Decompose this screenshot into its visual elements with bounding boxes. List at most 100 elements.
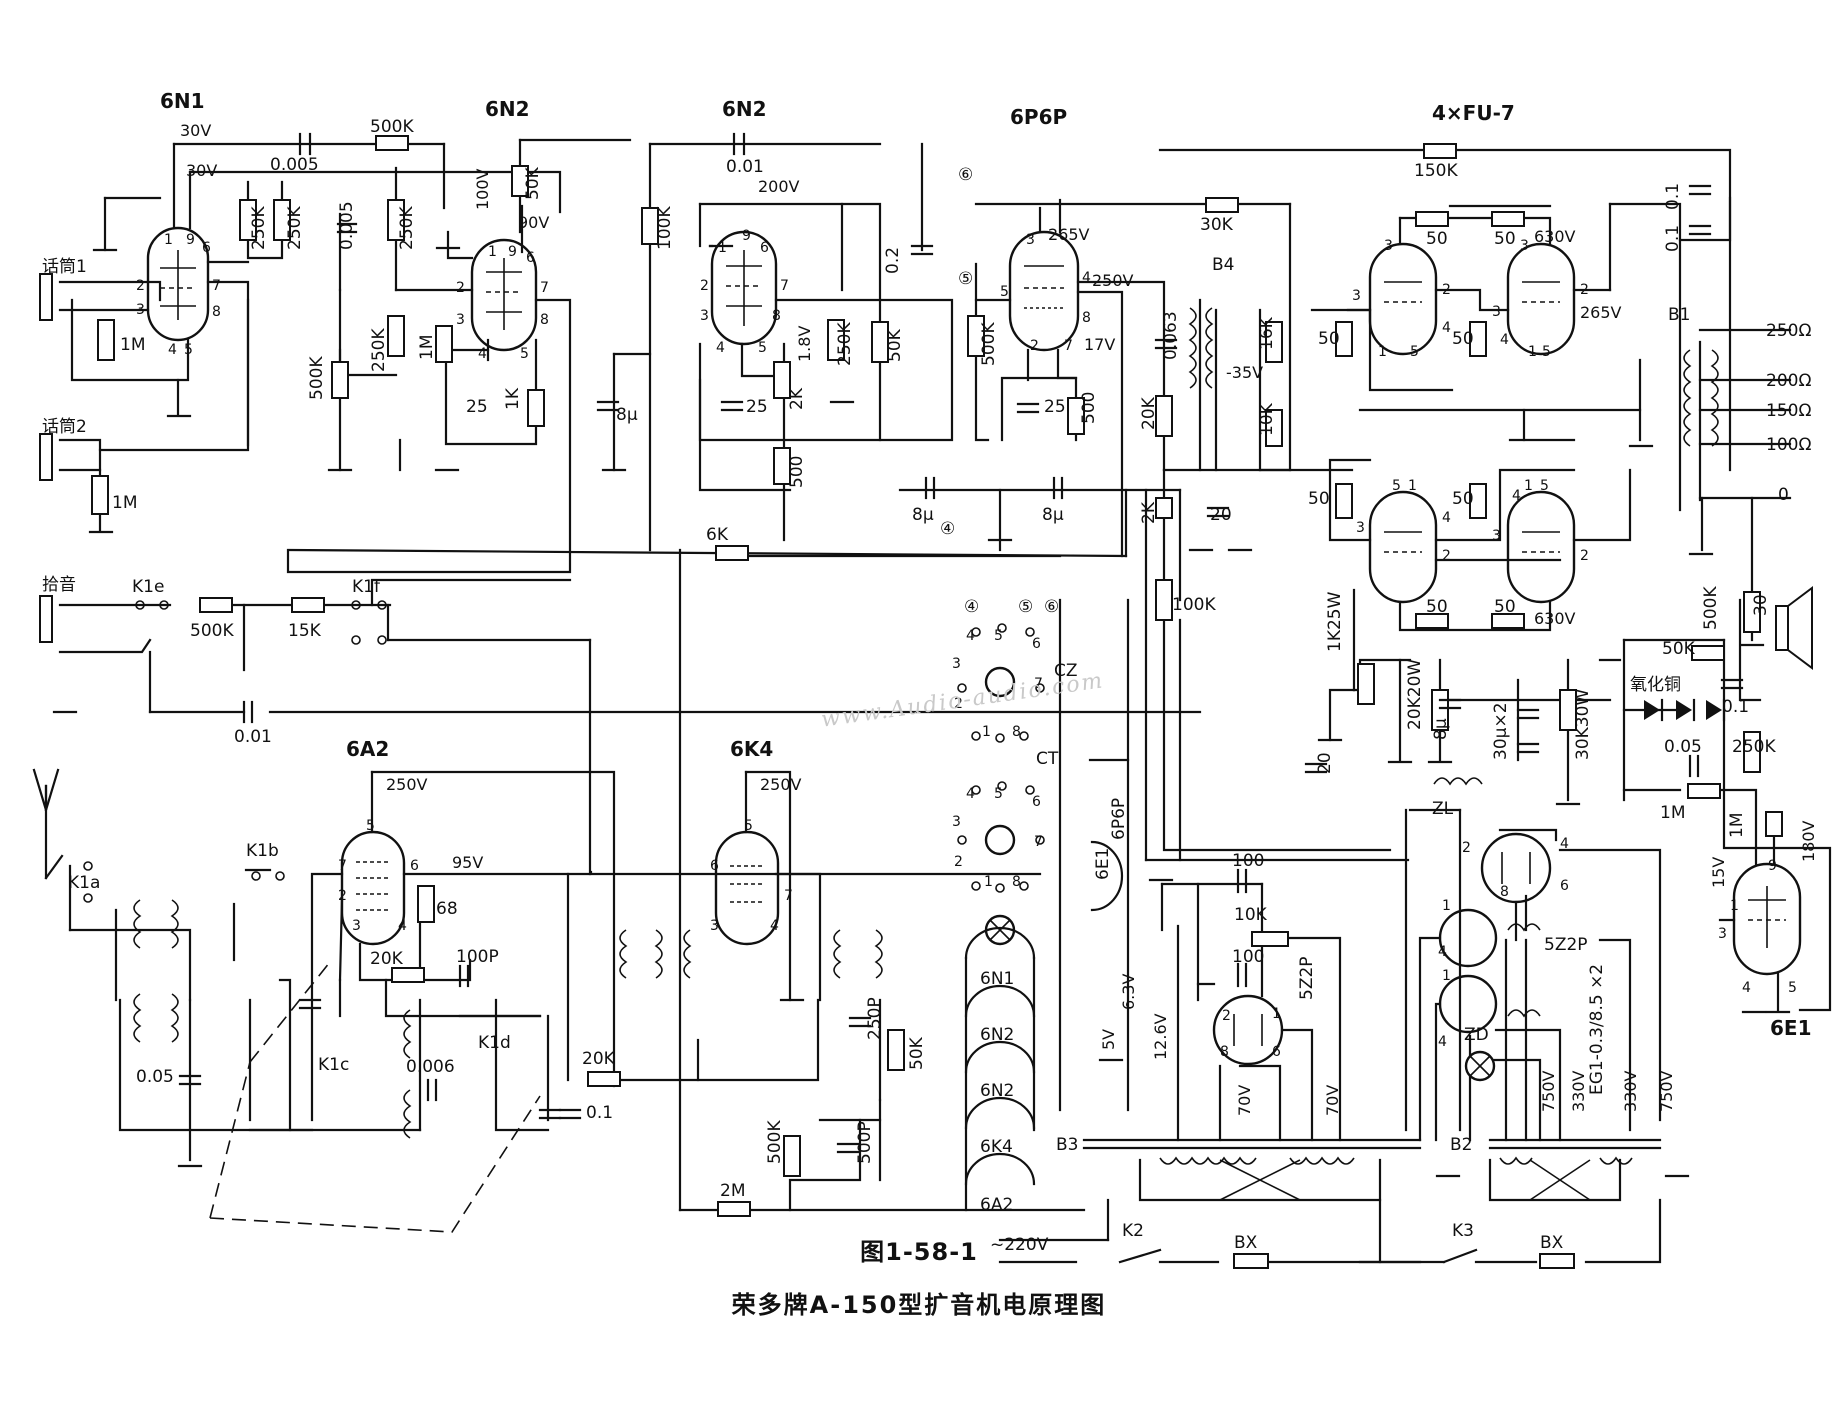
svg-text:5: 5 (1540, 478, 1549, 494)
res-250k-e: 250K (835, 322, 855, 366)
svg-text:2: 2 (1222, 1008, 1231, 1024)
svg-text:4: 4 (1442, 510, 1451, 526)
svg-text:8: 8 (540, 312, 549, 328)
volt-180: 180V (1799, 820, 1818, 862)
svg-text:6: 6 (1272, 1044, 1281, 1060)
capacitors (178, 132, 1744, 1154)
tube-fu7-group: 4×FU-7 (1368, 101, 1576, 604)
svg-text:5: 5 (366, 818, 375, 834)
svg-text:4: 4 (966, 786, 975, 802)
cap-0-1-c: 0.1 (1722, 697, 1749, 717)
svg-text:2: 2 (1462, 840, 1471, 856)
svg-text:5: 5 (744, 818, 753, 834)
wiring (58, 138, 1832, 1264)
tube-label-6p6p: 6P6P (1010, 105, 1067, 129)
svg-text:1: 1 (1378, 344, 1387, 360)
volt-100: 100V (473, 168, 492, 210)
rectifier-5z2p-upper: 5Z2P (1480, 832, 1588, 955)
svg-text:8: 8 (1012, 874, 1021, 890)
svg-text:2: 2 (954, 854, 963, 870)
svg-text:2: 2 (700, 278, 709, 294)
cap-25-b: 25 (746, 397, 768, 417)
volt-630b: 630V (1534, 609, 1576, 628)
svg-text:1: 1 (982, 724, 991, 740)
res-1m-c: 1M (417, 335, 437, 360)
heater-6n1: 6N1 (980, 969, 1014, 989)
res-1k25w: 1K25W (1325, 591, 1345, 652)
volt-630a: 630V (1534, 227, 1576, 246)
cap-8u-d: 8μ (1431, 718, 1451, 740)
volt-750b: 750V (1657, 1070, 1676, 1112)
svg-text:9: 9 (742, 228, 751, 244)
svg-text:3: 3 (1356, 520, 1365, 536)
svg-text:6: 6 (526, 250, 535, 266)
svg-text:3: 3 (952, 656, 961, 672)
res-6k: 6K (706, 525, 729, 545)
svg-text:4: 4 (716, 340, 725, 356)
res-68: 68 (436, 899, 458, 919)
tube-6n2-second: 6N2 (710, 97, 778, 346)
stabilizer-eg1: EG1-0.3/8.5 ×2 (1438, 908, 1607, 1095)
cap-25-c: 25 (1044, 397, 1066, 417)
svg-text:9: 9 (508, 244, 517, 260)
switch-k1a: K1a (68, 873, 100, 893)
res-1m-a: 1M (120, 335, 145, 355)
svg-text:7: 7 (212, 278, 221, 294)
res-250k-a: 250K (249, 206, 269, 250)
res-1k: 1K (503, 387, 523, 410)
res-50-e: 50 (1308, 489, 1330, 509)
cap-20: 20 (1210, 505, 1232, 525)
trans-b4: B4 (1212, 255, 1234, 275)
cap-0-2: 0.2 (883, 247, 903, 274)
svg-text:4: 4 (1438, 1034, 1447, 1050)
res-20k20w: 20K20W (1405, 659, 1425, 730)
res-50k-b: 50K (885, 328, 905, 362)
cap-20-b: 20 (1315, 752, 1335, 774)
svg-text:3: 3 (700, 308, 709, 324)
cap-0-005b: 0.005 (337, 201, 357, 250)
svg-text:1: 1 (164, 232, 173, 248)
res-250k-d: 250K (369, 328, 389, 372)
svg-text:5: 5 (1000, 284, 1009, 300)
cap-0-005: 0.005 (270, 155, 319, 175)
cap-250p: 250P (865, 997, 885, 1040)
svg-text:1: 1 (984, 874, 993, 890)
res-100k-a: 100K (655, 206, 675, 250)
res-30k30w: 30K30W (1573, 689, 1593, 760)
tube-label-6e1: 6E1 (1770, 1016, 1812, 1040)
node-4-low: ④ (940, 519, 955, 539)
node-5-label: ⑤ (1018, 597, 1033, 617)
svg-text:2: 2 (1442, 282, 1451, 298)
svg-text:3: 3 (952, 814, 961, 830)
choke-zl: ZL (1432, 799, 1454, 819)
svg-text:6: 6 (1032, 794, 1041, 810)
svg-text:1: 1 (1524, 478, 1533, 494)
svg-text:4: 4 (966, 628, 975, 644)
trans-b1: B1 (1668, 305, 1690, 325)
svg-text:8: 8 (1082, 310, 1091, 326)
svg-text:6: 6 (410, 858, 419, 874)
svg-text:6: 6 (202, 240, 211, 256)
volt-70a: 70V (1235, 1085, 1254, 1116)
tube-label-fu7: 4×FU-7 (1432, 101, 1515, 125)
svg-text:8: 8 (1500, 884, 1509, 900)
volt-750a: 750V (1539, 1070, 1558, 1112)
svg-text:4: 4 (1500, 332, 1509, 348)
svg-text:3: 3 (1718, 926, 1727, 942)
node-4-label: ④ (964, 597, 979, 617)
switch-k1f: K1f (352, 577, 381, 597)
resistors (91, 135, 1783, 1217)
svg-text:5: 5 (1542, 344, 1551, 360)
fuse-bx2: BX (1540, 1233, 1564, 1253)
svg-text:3: 3 (136, 302, 145, 318)
volt-330b: 330V (1621, 1070, 1640, 1112)
cap-0-05-b: 0.05 (136, 1067, 174, 1087)
heater-6p6p: 6P6P (1109, 798, 1129, 840)
svg-text:2: 2 (136, 278, 145, 294)
svg-text:4: 4 (1082, 270, 1091, 286)
res-20k-c: 20K (582, 1049, 616, 1069)
rect-label-upper: 5Z2P (1544, 935, 1588, 955)
svg-text:8: 8 (212, 304, 221, 320)
svg-text:7: 7 (1034, 676, 1043, 692)
